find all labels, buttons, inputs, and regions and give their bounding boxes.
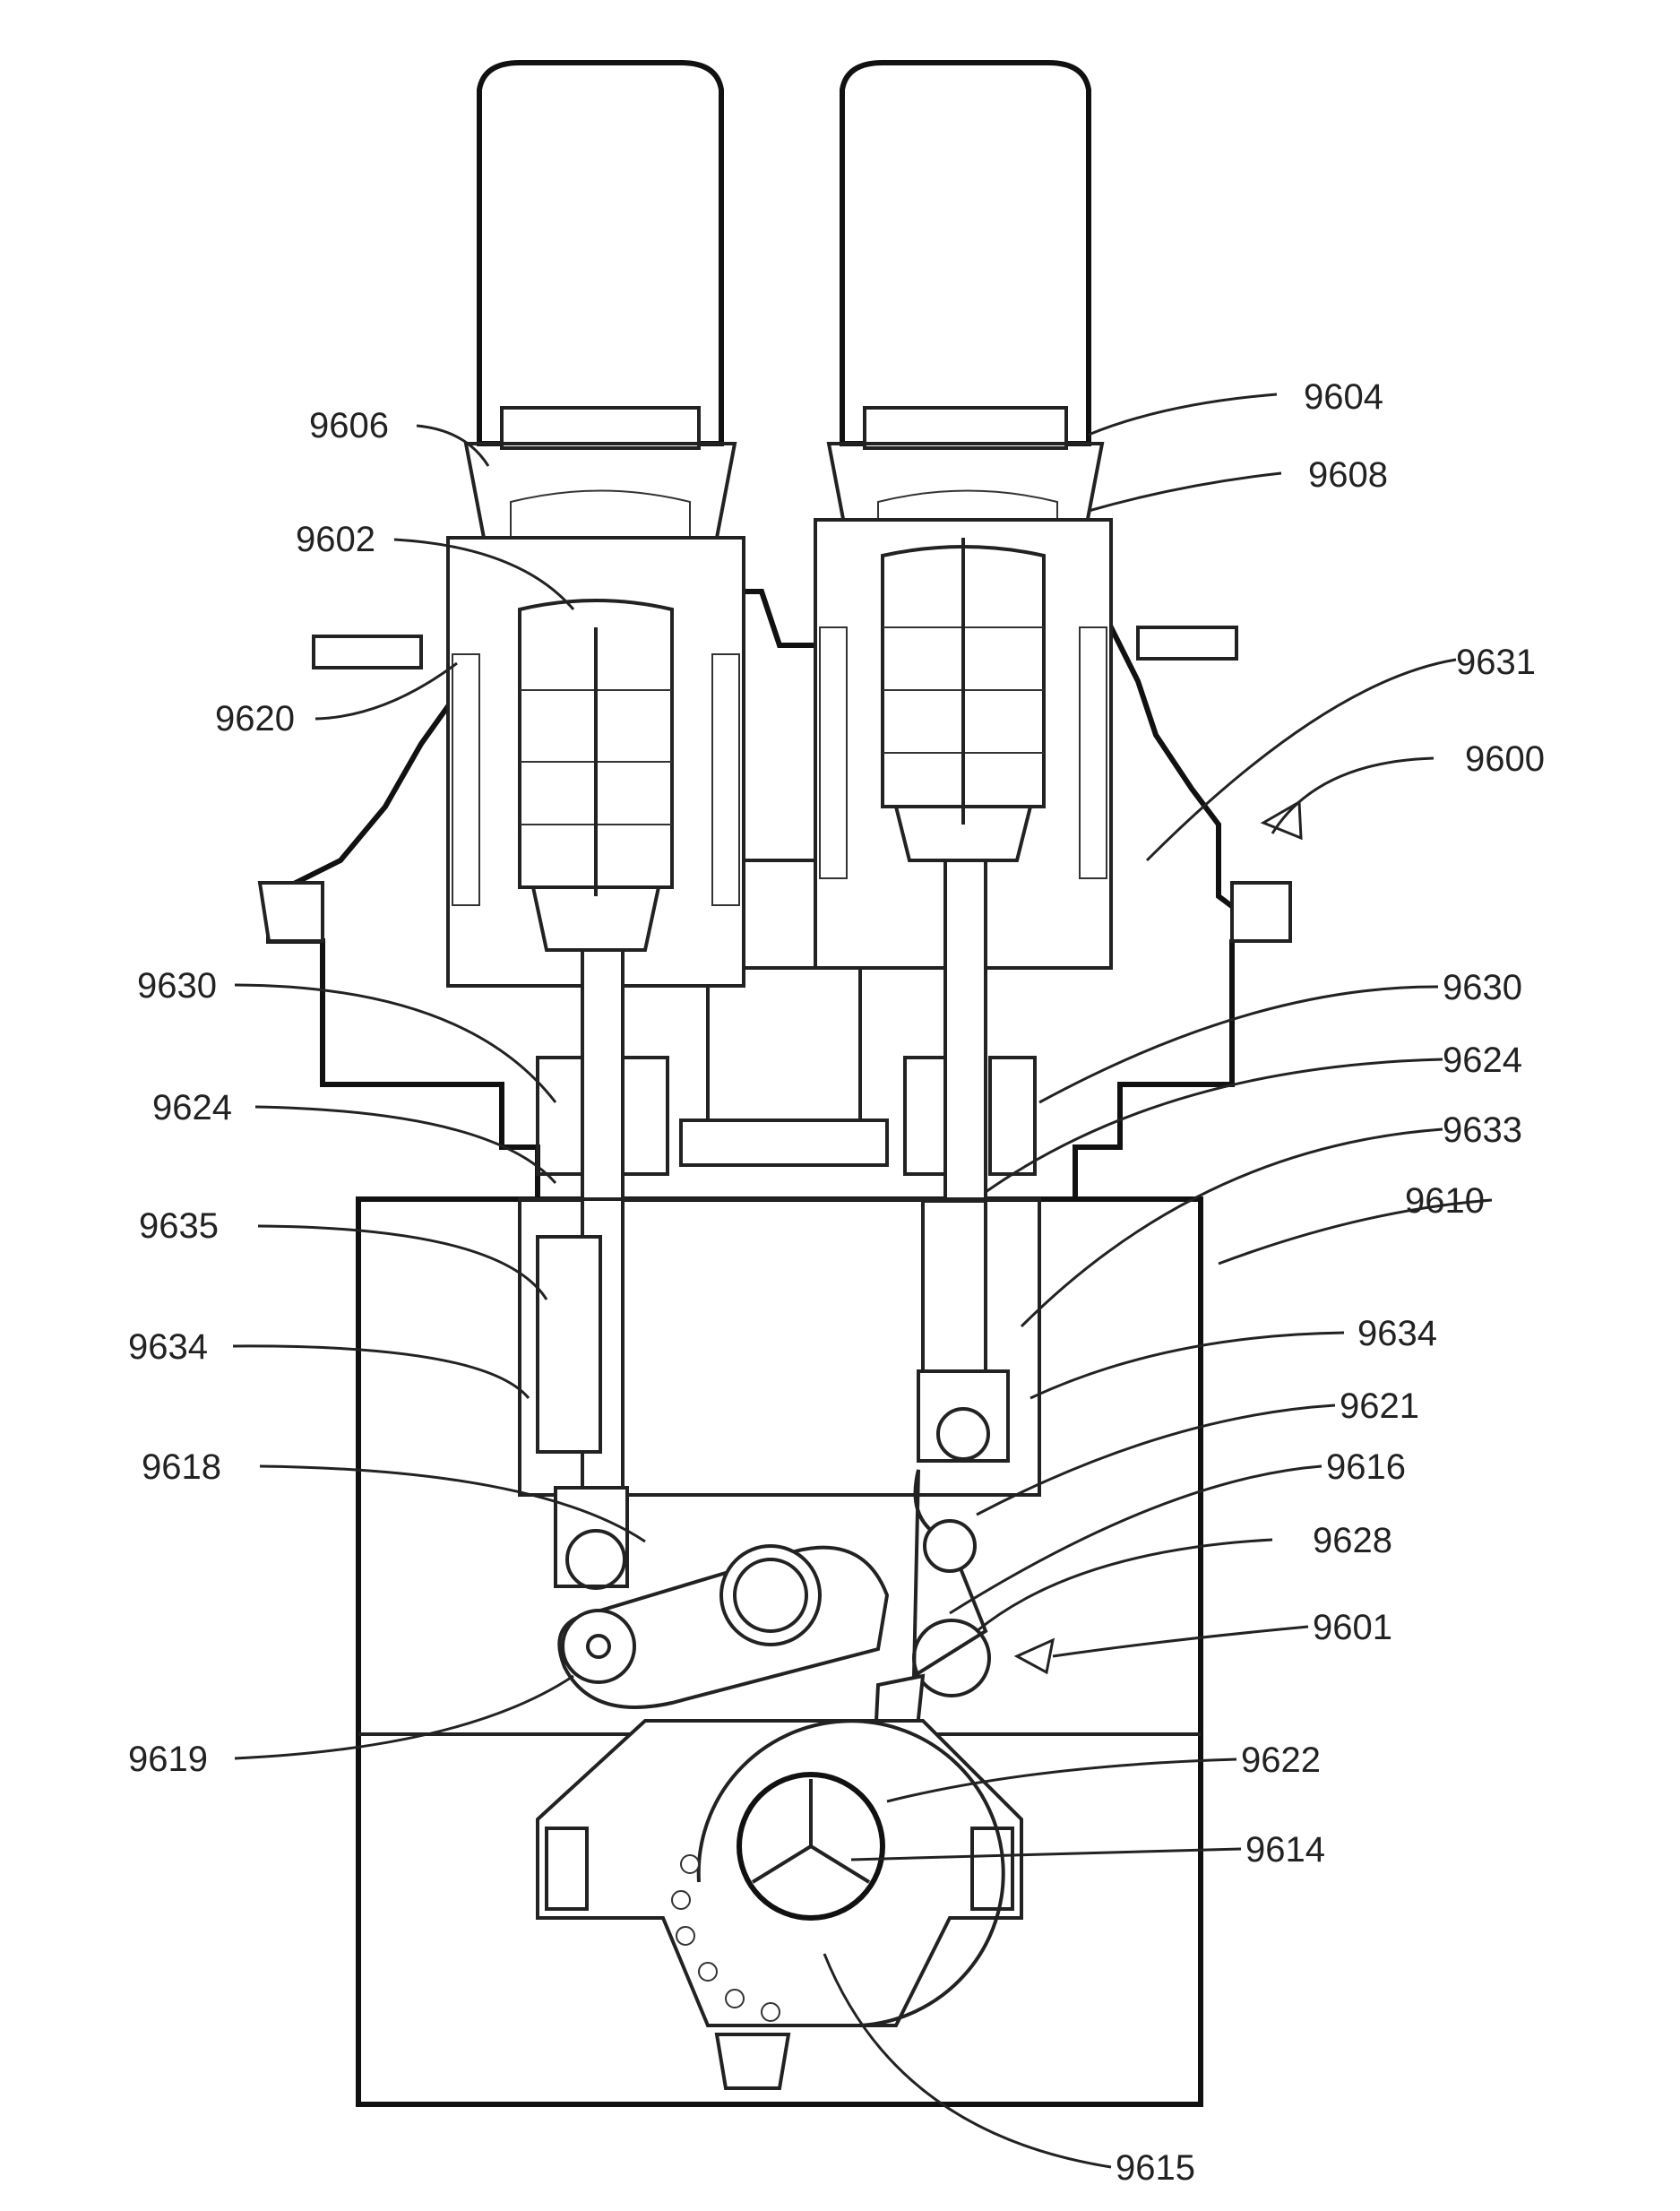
label-9634-right: 9634 (1357, 1314, 1437, 1353)
label-9631: 9631 (1456, 643, 1536, 682)
label-9634-left: 9634 (128, 1327, 208, 1367)
label-9614: 9614 (1245, 1830, 1325, 1870)
engine-block (260, 592, 1290, 1199)
label-9635: 9635 (139, 1206, 219, 1246)
label-9619: 9619 (128, 1740, 208, 1779)
label-9624-right: 9624 (1443, 1041, 1522, 1080)
cylinder-head-left (466, 63, 735, 538)
label-9621: 9621 (1340, 1386, 1419, 1426)
label-9601: 9601 (1313, 1608, 1392, 1647)
label-9602: 9602 (296, 520, 375, 559)
label-9618: 9618 (142, 1447, 221, 1487)
crankshaft-assembly (538, 1721, 1021, 2088)
cylinder-head-right (829, 63, 1102, 538)
cylinder-left (448, 538, 744, 986)
label-9622: 9622 (1241, 1740, 1321, 1780)
label-9604: 9604 (1304, 377, 1383, 417)
label-9600: 9600 (1465, 739, 1545, 779)
label-9620: 9620 (215, 699, 295, 738)
label-9615: 9615 (1116, 2148, 1195, 2188)
label-9606: 9606 (309, 406, 389, 445)
label-9630-left: 9630 (137, 966, 217, 1006)
label-9633: 9633 (1443, 1110, 1522, 1150)
label-9616: 9616 (1326, 1447, 1406, 1487)
label-9630-right: 9630 (1443, 968, 1522, 1007)
label-9628: 9628 (1313, 1521, 1392, 1560)
label-9610: 9610 (1405, 1181, 1485, 1221)
label-9608: 9608 (1308, 455, 1388, 495)
label-9624-left: 9624 (152, 1088, 232, 1127)
